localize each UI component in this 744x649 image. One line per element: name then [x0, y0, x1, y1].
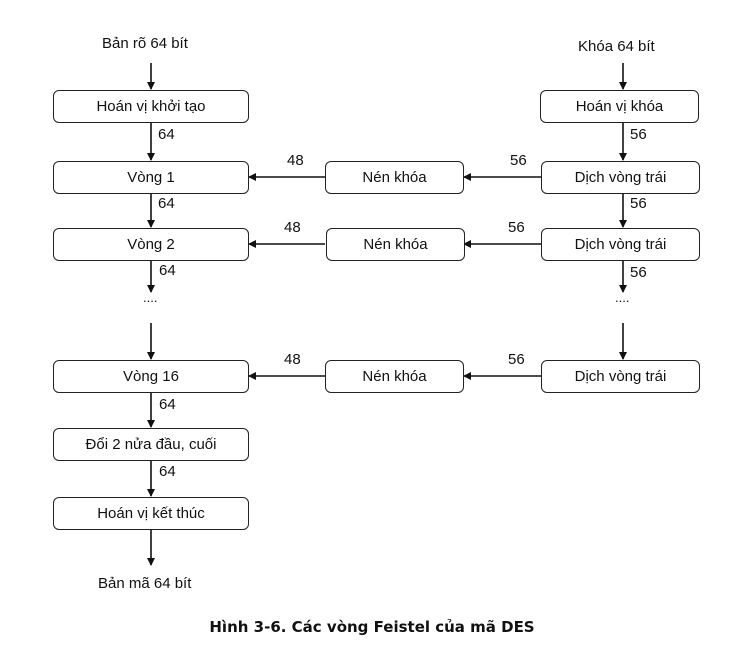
key-compress-box-2: Nén khóa	[326, 228, 465, 261]
edge-label-48: 48	[284, 351, 301, 368]
edge-label-64: 64	[158, 126, 175, 143]
round-2-box: Vòng 2	[53, 228, 249, 261]
edge-label-56: 56	[630, 264, 647, 281]
plaintext-input-label: Bản rõ 64 bít	[102, 35, 188, 52]
figure-caption: Hình 3-6. Các vòng Feistel của mã DES	[209, 618, 535, 636]
key-permutation-box: Hoán vị khóa	[540, 90, 699, 123]
edge-label-64: 64	[159, 396, 176, 413]
round-1-box: Vòng 1	[53, 161, 249, 194]
key-compress-box-1: Nén khóa	[325, 161, 464, 194]
key-compress-box-16: Nén khóa	[325, 360, 464, 393]
right-ellipsis: ....	[615, 290, 630, 305]
left-shift-box-2: Dịch vòng trái	[541, 228, 700, 261]
left-shift-box-1: Dịch vòng trái	[541, 161, 700, 194]
edge-label-56: 56	[510, 152, 527, 169]
left-shift-box-16: Dịch vòng trái	[541, 360, 700, 393]
edge-label-48: 48	[287, 152, 304, 169]
edge-label-64: 64	[159, 463, 176, 480]
key-input-label: Khóa 64 bít	[578, 38, 655, 55]
edge-label-56: 56	[508, 351, 525, 368]
round-16-box: Vòng 16	[53, 360, 249, 393]
edge-label-48: 48	[284, 219, 301, 236]
edge-label-56: 56	[508, 219, 525, 236]
initial-permutation-box: Hoán vị khởi tạo	[53, 90, 249, 123]
edge-label-56: 56	[630, 195, 647, 212]
edge-label-64: 64	[158, 195, 175, 212]
ciphertext-output-label: Bản mã 64 bít	[98, 575, 192, 592]
edge-label-56: 56	[630, 126, 647, 143]
edge-label-64: 64	[159, 262, 176, 279]
left-ellipsis: ....	[143, 290, 158, 305]
final-permutation-box: Hoán vị kết thúc	[53, 497, 249, 530]
swap-halves-box: Đổi 2 nửa đầu, cuối	[53, 428, 249, 461]
